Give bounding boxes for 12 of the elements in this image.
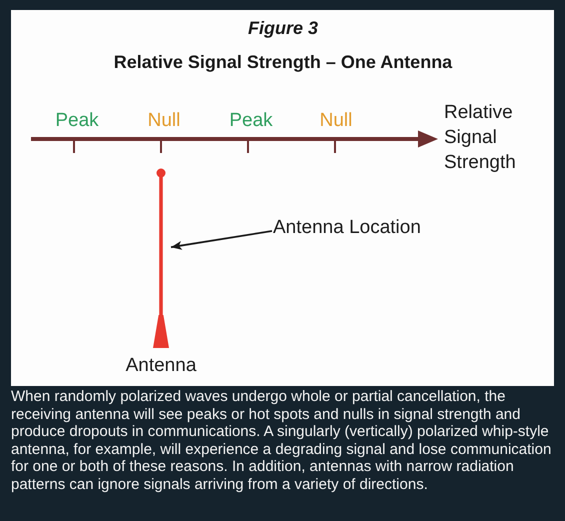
peak-label: Peak (229, 109, 273, 132)
antenna-drawing (152, 168, 170, 348)
axis-label: Relative Signal Strength (444, 101, 517, 175)
diagram-title: Relative Signal Strength – One Antenna (114, 51, 452, 73)
antenna-label: Antenna (126, 354, 196, 378)
caption-text: When randomly polarized waves undergo whole or partial cancellation, the receiving antenna will see peaks or hot spots and nulls in signal strength and produce dropouts in communications. A singularly (vertically) polarized whip-style antenna, for example, will experience a degrading signal and lose communication for one or both of these reasons. In addition, antennas with narrow radiation patterns can ignore signals arriving from a variety of directions. (11, 388, 552, 493)
leader-arrow (170, 230, 272, 250)
null-label: Null (320, 109, 352, 132)
callout-text: Antenna Location (273, 216, 421, 240)
figure-number: Figure 3 (248, 17, 318, 39)
null-label: Null (148, 109, 180, 132)
peak-label: Peak (55, 109, 99, 132)
